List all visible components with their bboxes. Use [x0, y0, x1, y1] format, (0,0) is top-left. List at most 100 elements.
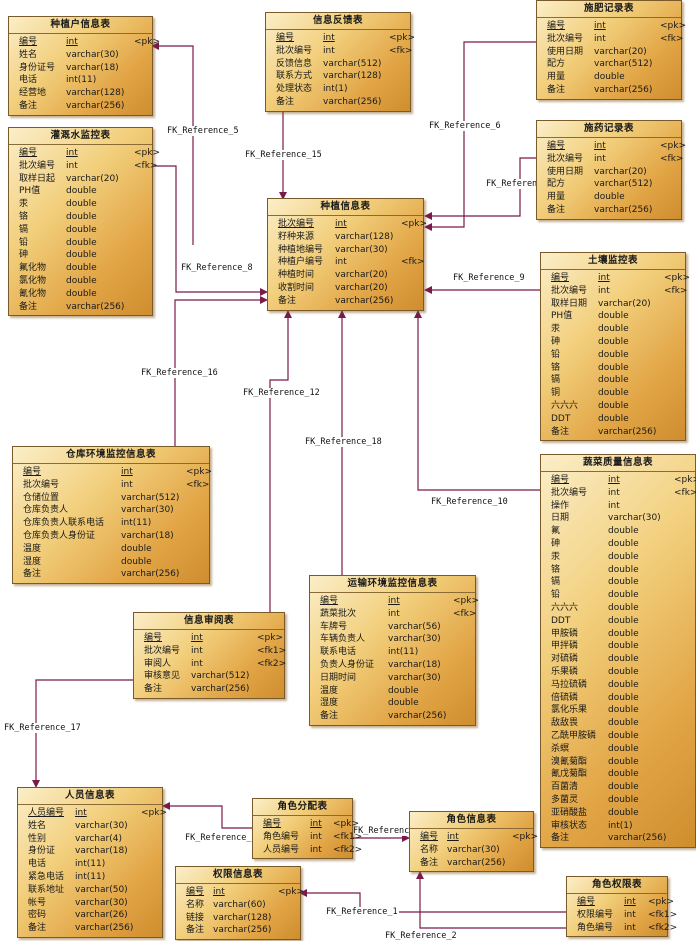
column-type: varchar(256)	[191, 684, 250, 695]
column-type: int	[624, 909, 636, 920]
column-name: 审阅人	[144, 658, 172, 669]
column-name: 备注	[23, 569, 42, 580]
column-name: 批次编号	[144, 645, 181, 656]
table-title: 种植户信息表	[9, 17, 152, 34]
column-row: 铅 double	[546, 349, 681, 362]
column-key: <fk2>	[257, 658, 287, 669]
column-type: int	[66, 148, 78, 158]
column-key: <fk1>	[333, 831, 363, 842]
column-type: double	[598, 375, 629, 386]
column-type: varchar(30)	[335, 244, 388, 255]
column-type: int	[323, 33, 335, 43]
column-type: varchar(256)	[121, 569, 180, 580]
table-title: 运输环境监控信息表	[310, 576, 475, 593]
label-fk-reference-9: FK_Reference_9	[452, 273, 526, 283]
column-key: <pk>	[141, 808, 168, 818]
column-name: 砷	[551, 538, 561, 549]
column-key: <fk>	[389, 45, 413, 56]
column-name: 氟	[551, 526, 561, 537]
column-name: 用量	[547, 72, 566, 83]
column-type: double	[598, 324, 629, 335]
column-name: 电话	[19, 75, 38, 86]
column-type: int	[335, 219, 347, 229]
label-fk-reference-15: FK_Reference_15	[244, 150, 323, 160]
column-name: 甲胺磷	[551, 628, 579, 639]
column-row: 镉 double	[546, 374, 681, 387]
column-type: varchar(20)	[66, 173, 119, 184]
column-type: varchar(26)	[75, 910, 128, 921]
label-fk-reference-3: FK_Reference_3	[184, 833, 258, 843]
column-name: 铅	[551, 349, 561, 360]
column-name: 配方	[547, 179, 566, 190]
column-name: 备注	[186, 925, 205, 936]
column-type: int	[66, 37, 78, 47]
column-name: 用量	[547, 192, 566, 203]
link-fk-reference-5	[151, 42, 194, 245]
column-type: double	[598, 349, 629, 360]
table-shucai[interactable]: 蔬菜质量信息表编号int<pk>批次编号int<fk>操作int日期varcha…	[540, 454, 696, 849]
column-name: 镉	[551, 375, 561, 386]
column-name: 氯化物	[19, 275, 47, 286]
column-name: 仓库负责人身份证	[23, 530, 96, 541]
column-type: int	[447, 832, 459, 842]
column-type: varchar(20)	[335, 282, 388, 293]
column-key: <fk1>	[257, 645, 287, 656]
column-name: 取样日起	[19, 173, 56, 184]
column-type: int(11)	[75, 859, 106, 870]
column-name: 审核状态	[551, 820, 588, 831]
table-title: 施肥记录表	[537, 1, 681, 18]
column-name: 批次编号	[278, 219, 315, 229]
column-type: double	[608, 654, 639, 665]
column-key: <pk>	[389, 33, 416, 43]
column-name: 籽种来源	[278, 231, 315, 242]
column-type: int	[121, 479, 133, 490]
column-type: varchar(128)	[335, 231, 394, 242]
column-type: double	[608, 769, 639, 780]
column-name: 备注	[547, 204, 566, 215]
column-type: double	[608, 577, 639, 588]
column-type: double	[608, 756, 639, 767]
column-name: 反馈信息	[276, 58, 313, 69]
column-type: double	[608, 692, 639, 703]
column-type: int	[598, 273, 610, 283]
link-fk-reference-16	[174, 296, 268, 447]
column-key: <pk>	[648, 897, 675, 907]
